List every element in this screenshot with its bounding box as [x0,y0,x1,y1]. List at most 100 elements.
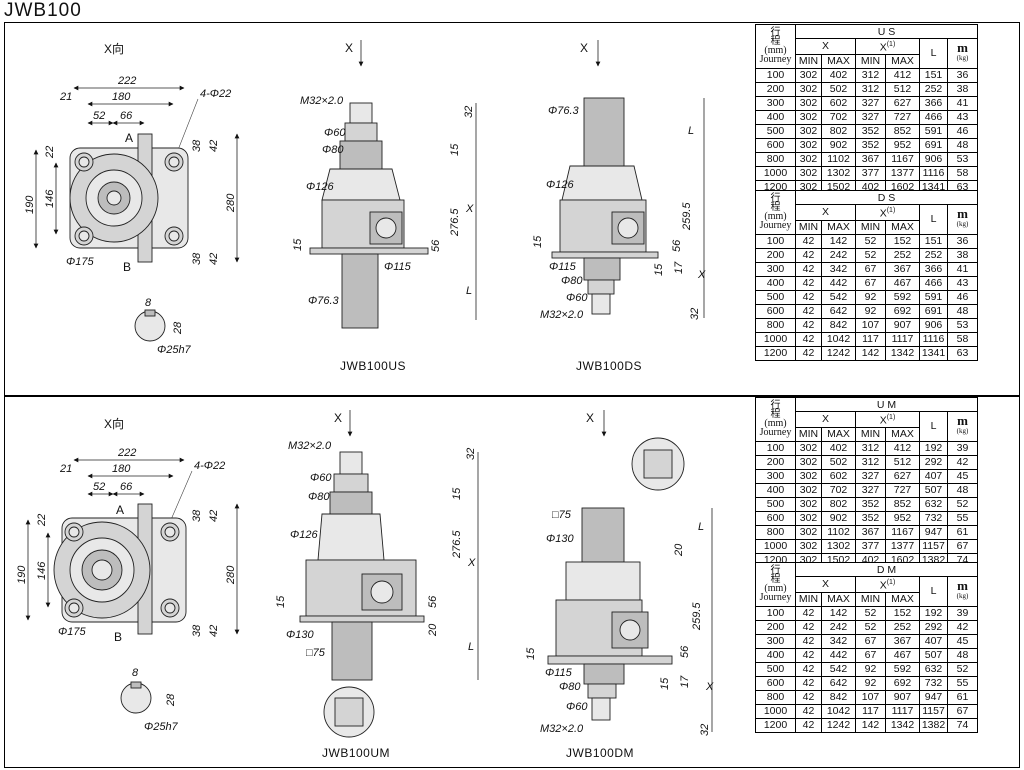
table-cell: 55 [947,675,978,691]
dim-190-b: 190 [16,565,28,584]
table-cell: 192 [919,605,948,621]
dim-222-b: 222 [117,447,136,459]
table-cell: 412 [885,67,920,83]
us-d126: Φ126 [306,181,334,193]
header-mass-label: m [957,40,968,56]
table-cell: 300 [755,633,796,649]
dm-d80: Φ80 [559,681,581,693]
dim-52: 52 [93,110,105,122]
table-cell: 600 [755,675,796,691]
dim-38-c: 38 [191,509,203,522]
table-cell: 692 [885,675,920,691]
header-mass-label: m [957,413,968,429]
header-stroke-line: 行 [770,193,781,205]
table-cell: 1000 [755,165,796,181]
us-d56: 56 [430,239,442,252]
table-cell: 252 [885,619,920,635]
key-shaft: Φ25h7 [157,344,192,356]
table-cell: 48 [947,137,978,153]
table-cell: 300 [755,95,796,111]
table-cell: 1377 [885,538,920,554]
dm-d20: 20 [673,543,685,557]
header-mass: m(kg) [947,576,978,607]
table-cell: 1117 [885,331,920,347]
ds-view: X Φ76.3 Φ126 15 Φ115 Φ80 Φ60 M32×2.0 L 2… [532,40,706,373]
table-cell: 300 [755,468,796,484]
header-stroke-line: 行 [770,27,781,39]
header-x1: X(1) [855,411,920,428]
table-cell: 632 [919,661,948,677]
header-mass: m(kg) [947,411,978,442]
table-cell: 92 [855,675,886,691]
table-cell: 242 [821,619,856,635]
table-cell: 45 [947,468,978,484]
header-x: X [795,411,856,428]
table-cell: 53 [947,151,978,167]
dim-38-b: 38 [191,252,203,265]
x-view-label-b: X向 [104,416,124,431]
dim-222: 222 [117,75,136,87]
table-cell: 117 [855,703,886,719]
header-stroke-line: 行 [770,565,781,577]
label-b-b: B [114,630,122,644]
table-cell: 342 [821,633,856,649]
table-cell: 302 [795,538,822,554]
table-cell: 43 [947,275,978,291]
table-cell: 400 [755,647,796,663]
table-cell: 92 [855,303,886,319]
table-cell: 1342 [885,345,920,361]
table-cell: 402 [821,67,856,83]
table-cell: 907 [885,689,920,705]
table-cell: 43 [947,109,978,125]
ds-d60: Φ60 [566,292,588,304]
table-cell: 377 [855,538,886,554]
table-cell: 302 [795,137,822,153]
header-mass-unit: (kg) [956,427,969,436]
table-cell: 842 [821,317,856,333]
dm-sq75: □75 [552,509,572,521]
us-d80: Φ80 [322,144,344,156]
table-cell: 500 [755,496,796,512]
header-stroke: 行程(mm)Journey [755,562,796,607]
table-cell: 342 [821,261,856,277]
table-cell: 542 [821,289,856,305]
header-min: MIN [795,53,822,69]
table-cell: 48 [947,303,978,319]
table-cell: 41 [947,95,978,111]
dim-175: Φ175 [66,256,94,268]
table-cell: 691 [919,303,948,319]
dim-280: 280 [225,193,237,213]
table-cell: 400 [755,275,796,291]
us-d15: 15 [292,238,304,251]
header-x: X [795,204,856,221]
table-cell: 52 [855,233,886,249]
dm-d15b: 15 [659,677,671,690]
um-d20: 20 [427,623,439,637]
table-cell: 42 [795,661,822,677]
header-stroke-line: Journey [759,220,792,232]
dim-42-b: 42 [208,253,220,265]
table-cell: 200 [755,81,796,97]
table-cell: 407 [919,468,948,484]
dm-d60: Φ60 [566,701,588,713]
header-min: MIN [855,53,886,69]
table-cell: 1157 [919,538,948,554]
table-cell: 1242 [821,717,856,733]
table-cell: 252 [919,81,948,97]
table-cell: 42 [795,345,822,361]
table-cell: 92 [855,661,886,677]
um-d60: Φ60 [310,472,332,484]
table-cell: 600 [755,137,796,153]
header-stroke: 行程(mm)Journey [755,24,796,69]
dm-d130: Φ130 [546,533,574,545]
table-cell: 627 [885,468,920,484]
